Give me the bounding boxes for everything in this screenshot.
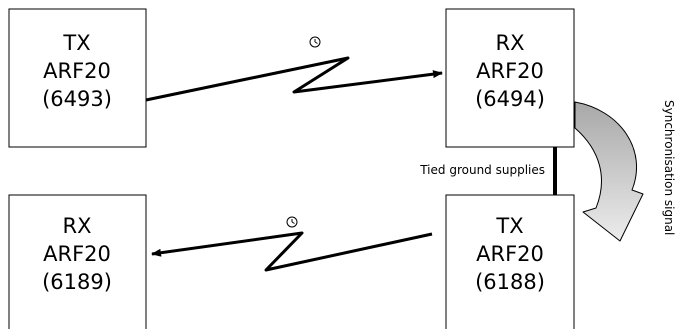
box-tx-6188: TX ARF20 (6188)	[445, 194, 575, 329]
box-model: ARF20	[476, 242, 544, 266]
box-tx-6493: TX ARF20 (6493)	[8, 8, 147, 148]
box-role: RX	[63, 214, 92, 238]
box-model: ARF20	[43, 59, 111, 83]
tied-ground-label: Tied ground supplies	[419, 163, 545, 177]
box-rx-6189: RX ARF20 (6189)	[8, 194, 147, 329]
box-role: TX	[495, 214, 523, 238]
radio-link-bottom	[151, 231, 433, 272]
clock-icon	[286, 216, 298, 228]
radio-link-top	[145, 56, 443, 102]
box-rx-6494: RX ARF20 (6494)	[445, 8, 575, 148]
box-id: (6189)	[42, 270, 112, 294]
box-model: ARF20	[43, 242, 111, 266]
box-id: (6494)	[475, 87, 545, 111]
synchronisation-signal-label: Synchronisation signal	[662, 100, 676, 235]
box-id: (6493)	[42, 87, 112, 111]
box-role: TX	[62, 31, 90, 55]
box-model: ARF20	[476, 59, 544, 83]
box-role: RX	[496, 31, 525, 55]
curved-arrow-icon	[574, 101, 644, 242]
clock-icon	[309, 36, 321, 48]
box-id: (6188)	[475, 270, 545, 294]
